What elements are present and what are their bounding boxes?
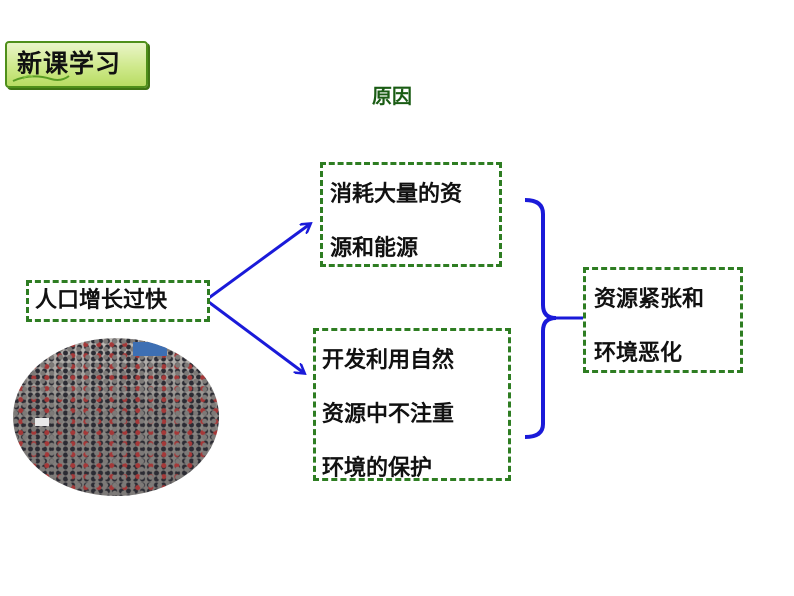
result-line: 资源紧张和 (594, 287, 705, 312)
reason-box-consume: 消耗大量的资 源和能源 (320, 162, 502, 267)
reason-line: 消耗大量的资 (330, 182, 463, 207)
result-box: 资源紧张和 环境恶化 (583, 267, 743, 373)
arrow-to-develop (205, 298, 304, 373)
leaf-icon (12, 75, 70, 82)
reason-line: 资源中不注重 (322, 402, 455, 427)
reason-line: 环境的保护 (322, 456, 433, 481)
photo-building (133, 342, 167, 356)
cause-box: 人口增长过快 (26, 280, 210, 322)
reason-line: 开发利用自然 (322, 348, 455, 373)
photo-vehicle (35, 418, 49, 426)
result-line: 环境恶化 (594, 341, 683, 366)
section-badge: 新课学习 (5, 41, 148, 88)
reason-line: 源和能源 (330, 236, 419, 261)
crowd-photo (13, 338, 219, 496)
brace (524, 198, 557, 439)
cause-text: 人口增长过快 (35, 288, 168, 313)
section-badge-label: 新课学习 (17, 49, 122, 78)
arrow-to-consume (205, 224, 310, 302)
reason-box-develop: 开发利用自然 资源中不注重 环境的保护 (313, 328, 511, 481)
diagram-heading: 原因 (372, 84, 412, 108)
